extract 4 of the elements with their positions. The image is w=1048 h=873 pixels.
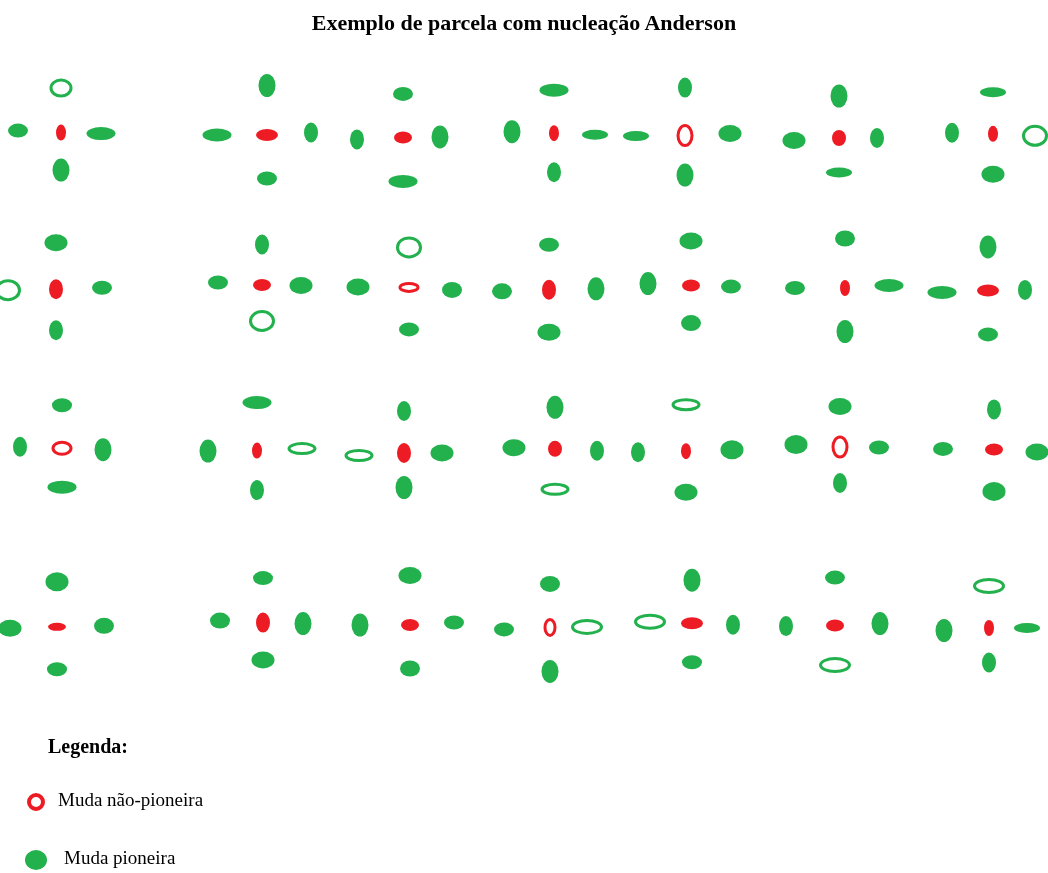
legend-label: Muda pioneira (64, 847, 176, 869)
legend-label: Muda não-pioneira (58, 789, 204, 811)
legend-heading: Legenda: (48, 735, 128, 758)
diagram-title: Exemplo de parcela com nucleação Anderson (310, 10, 738, 36)
